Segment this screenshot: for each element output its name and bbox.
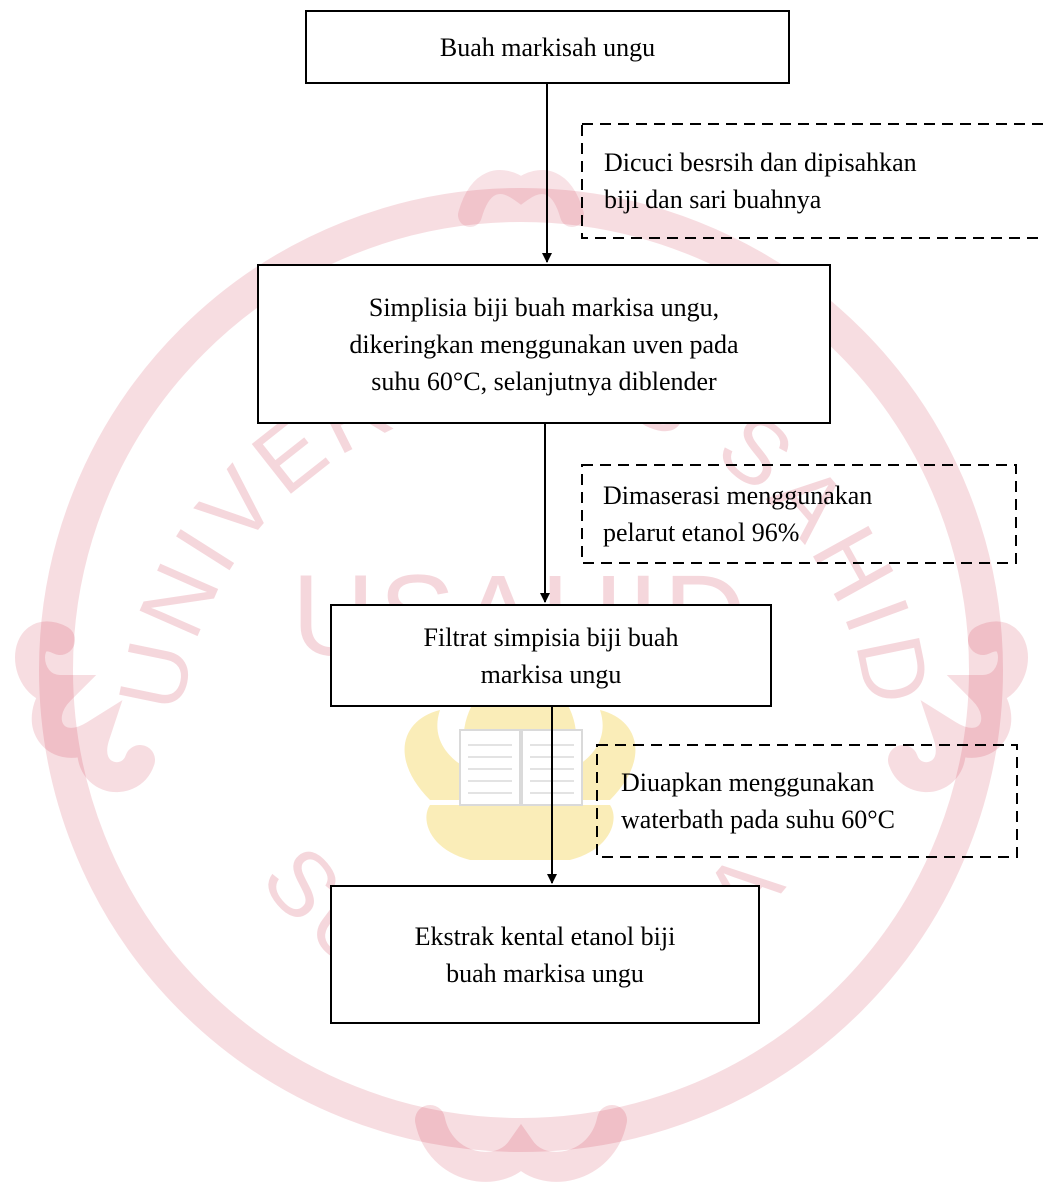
process-note-evaporate: Diuapkan menggunakan waterbath pada suhu… [621,745,1011,857]
process-box-wash [581,123,1043,239]
step-label-fresh-fruit: Buah markisah ungu [439,32,656,62]
step-box-fresh-fruit: Buah markisah ungu [305,10,790,84]
step-box-simplisia: Simplisia biji buah markisa ungu, dikeri… [257,264,831,424]
process-label-wash: Dicuci besrsih dan dipisahkan biji dan s… [604,148,917,214]
process-note-macerate: Dimaserasi menggunakan pelarut etanol 96… [603,465,1003,563]
process-label-macerate: Dimaserasi menggunakan pelarut etanol 96… [603,481,873,547]
step-label-thick-extract: Ekstrak kental etanol biji buah markisa … [414,921,676,988]
process-note-wash: Dicuci besrsih dan dipisahkan biji dan s… [604,124,1034,238]
step-box-filtrate: Filtrat simpisia biji buah markisa ungu [330,604,772,707]
step-label-simplisia: Simplisia biji buah markisa ungu, dikeri… [349,292,739,396]
step-label-filtrate: Filtrat simpisia biji buah markisa ungu [423,622,679,689]
process-box-evaporate [596,744,1018,858]
step-box-thick-extract: Ekstrak kental etanol biji buah markisa … [330,885,760,1024]
process-label-evaporate: Diuapkan menggunakan waterbath pada suhu… [621,768,895,834]
process-box-macerate [581,464,1017,564]
